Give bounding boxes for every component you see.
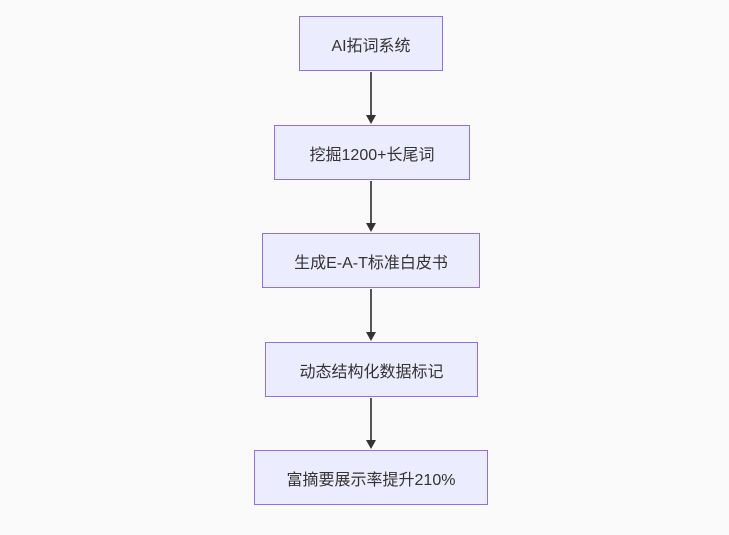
flow-node-label: AI拓词系统	[331, 37, 411, 55]
arrow-down-icon	[366, 332, 376, 341]
flow-node-label: 动态结构化数据标记	[299, 363, 444, 381]
edge-line	[370, 289, 372, 333]
flow-node-eat-whitepaper: 生成E-A-T标准白皮书	[262, 233, 480, 288]
edge-line	[370, 398, 372, 441]
edge-line	[370, 72, 372, 116]
flow-node-ai-word-system: AI拓词系统	[299, 16, 443, 71]
flow-edge-3	[366, 289, 376, 341]
flow-edge-1	[366, 72, 376, 124]
flow-node-longtail-mining: 挖掘1200+长尾词	[274, 125, 470, 180]
flow-node-label: 挖掘1200+长尾词	[309, 146, 435, 164]
flow-edge-4	[366, 398, 376, 449]
flow-node-rich-snippet-result: 富摘要展示率提升210%	[254, 450, 488, 505]
flow-node-label: 富摘要展示率提升210%	[286, 471, 456, 489]
flow-node-label: 生成E-A-T标准白皮书	[294, 254, 448, 272]
arrow-down-icon	[366, 115, 376, 124]
edge-line	[370, 181, 372, 224]
flow-edge-2	[366, 181, 376, 232]
arrow-down-icon	[366, 440, 376, 449]
arrow-down-icon	[366, 223, 376, 232]
flow-node-structured-data: 动态结构化数据标记	[265, 342, 478, 397]
